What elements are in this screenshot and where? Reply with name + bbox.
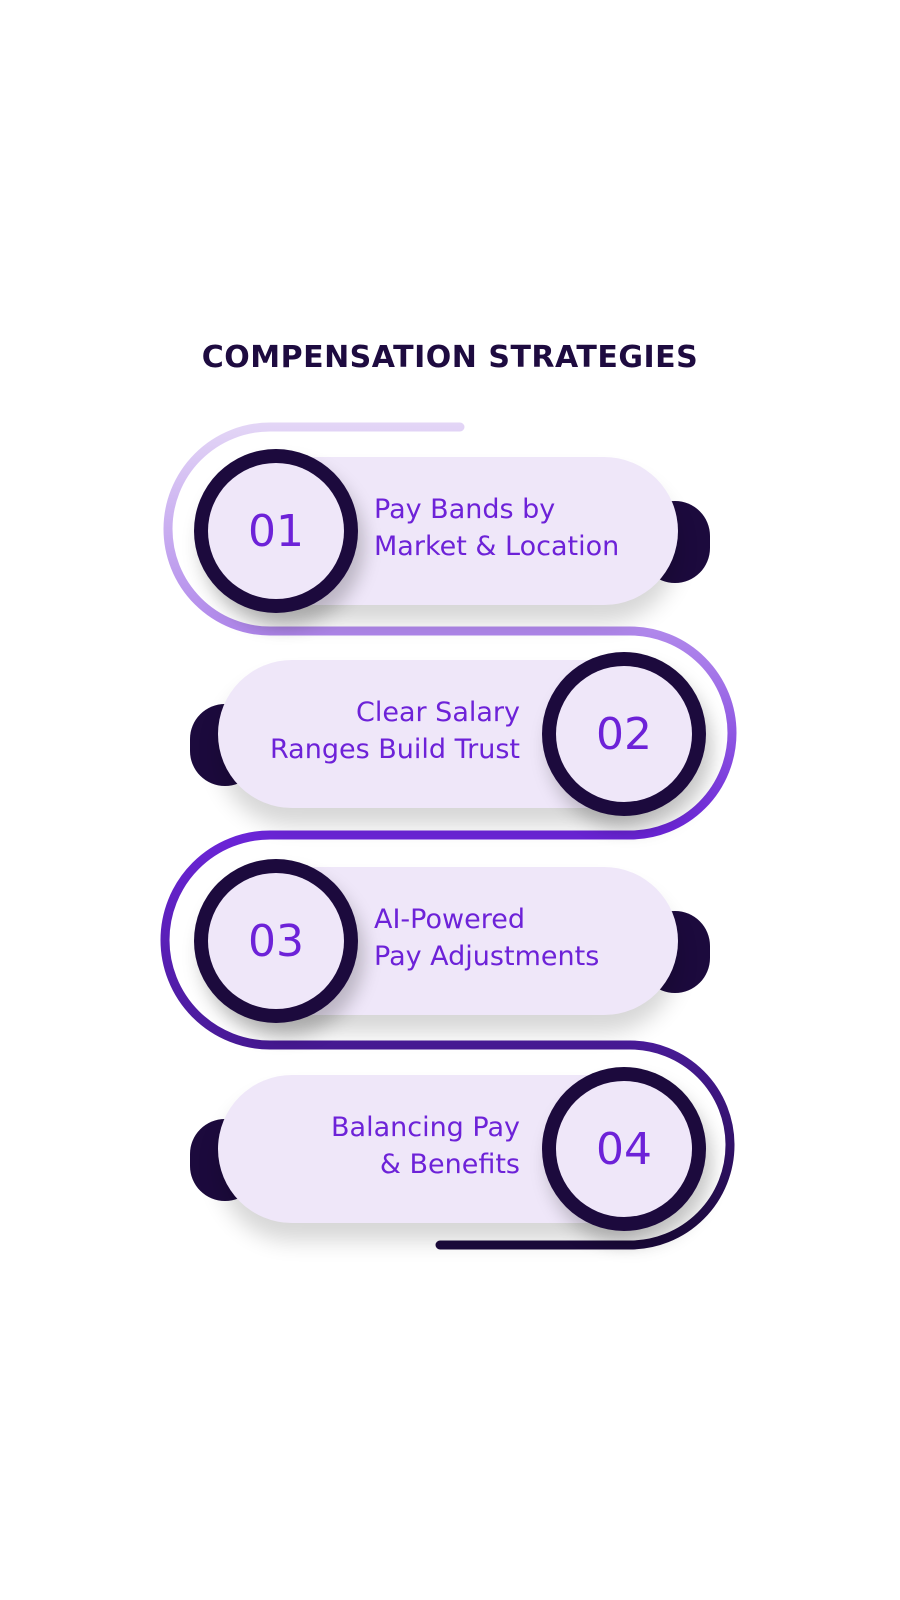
step-1: 01 Pay Bands by Market & Location (0, 449, 900, 627)
step-3-number: 03 (208, 873, 344, 1009)
step-4-number: 04 (556, 1081, 692, 1217)
step-3: 03 AI-Powered Pay Adjustments (0, 859, 900, 1037)
step-3-number-circle: 03 (194, 859, 358, 1023)
step-4-number-circle: 04 (542, 1067, 706, 1231)
step-2-number: 02 (556, 666, 692, 802)
step-3-label-line2: Pay Adjustments (374, 941, 600, 972)
step-2: 02 Clear Salary Ranges Build Trust (0, 652, 900, 830)
step-1-label-line1: Pay Bands by (374, 494, 556, 525)
step-2-label-line1: Clear Salary (355, 697, 520, 728)
serpentine-line (160, 422, 737, 1250)
step-4-label: Balancing Pay & Benefits (331, 1109, 520, 1183)
step-1-label-line2: Market & Location (374, 531, 620, 562)
step-2-label: Clear Salary Ranges Build Trust (270, 694, 520, 768)
diagram-title: COMPENSATION STRATEGIES (201, 340, 699, 375)
step-4-label-line1: Balancing Pay (331, 1112, 520, 1143)
step-2-number-circle: 02 (542, 652, 706, 816)
step-3-label: AI-Powered Pay Adjustments (374, 901, 599, 975)
step-1-number: 01 (208, 463, 344, 599)
step-2-label-line2: Ranges Build Trust (270, 734, 520, 765)
step-4-label-line2: & Benefits (379, 1149, 520, 1180)
step-4: 04 Balancing Pay & Benefits (0, 1067, 900, 1245)
step-1-label: Pay Bands by Market & Location (374, 491, 619, 565)
step-1-number-circle: 01 (194, 449, 358, 613)
step-3-label-line1: AI-Powered (374, 904, 525, 935)
